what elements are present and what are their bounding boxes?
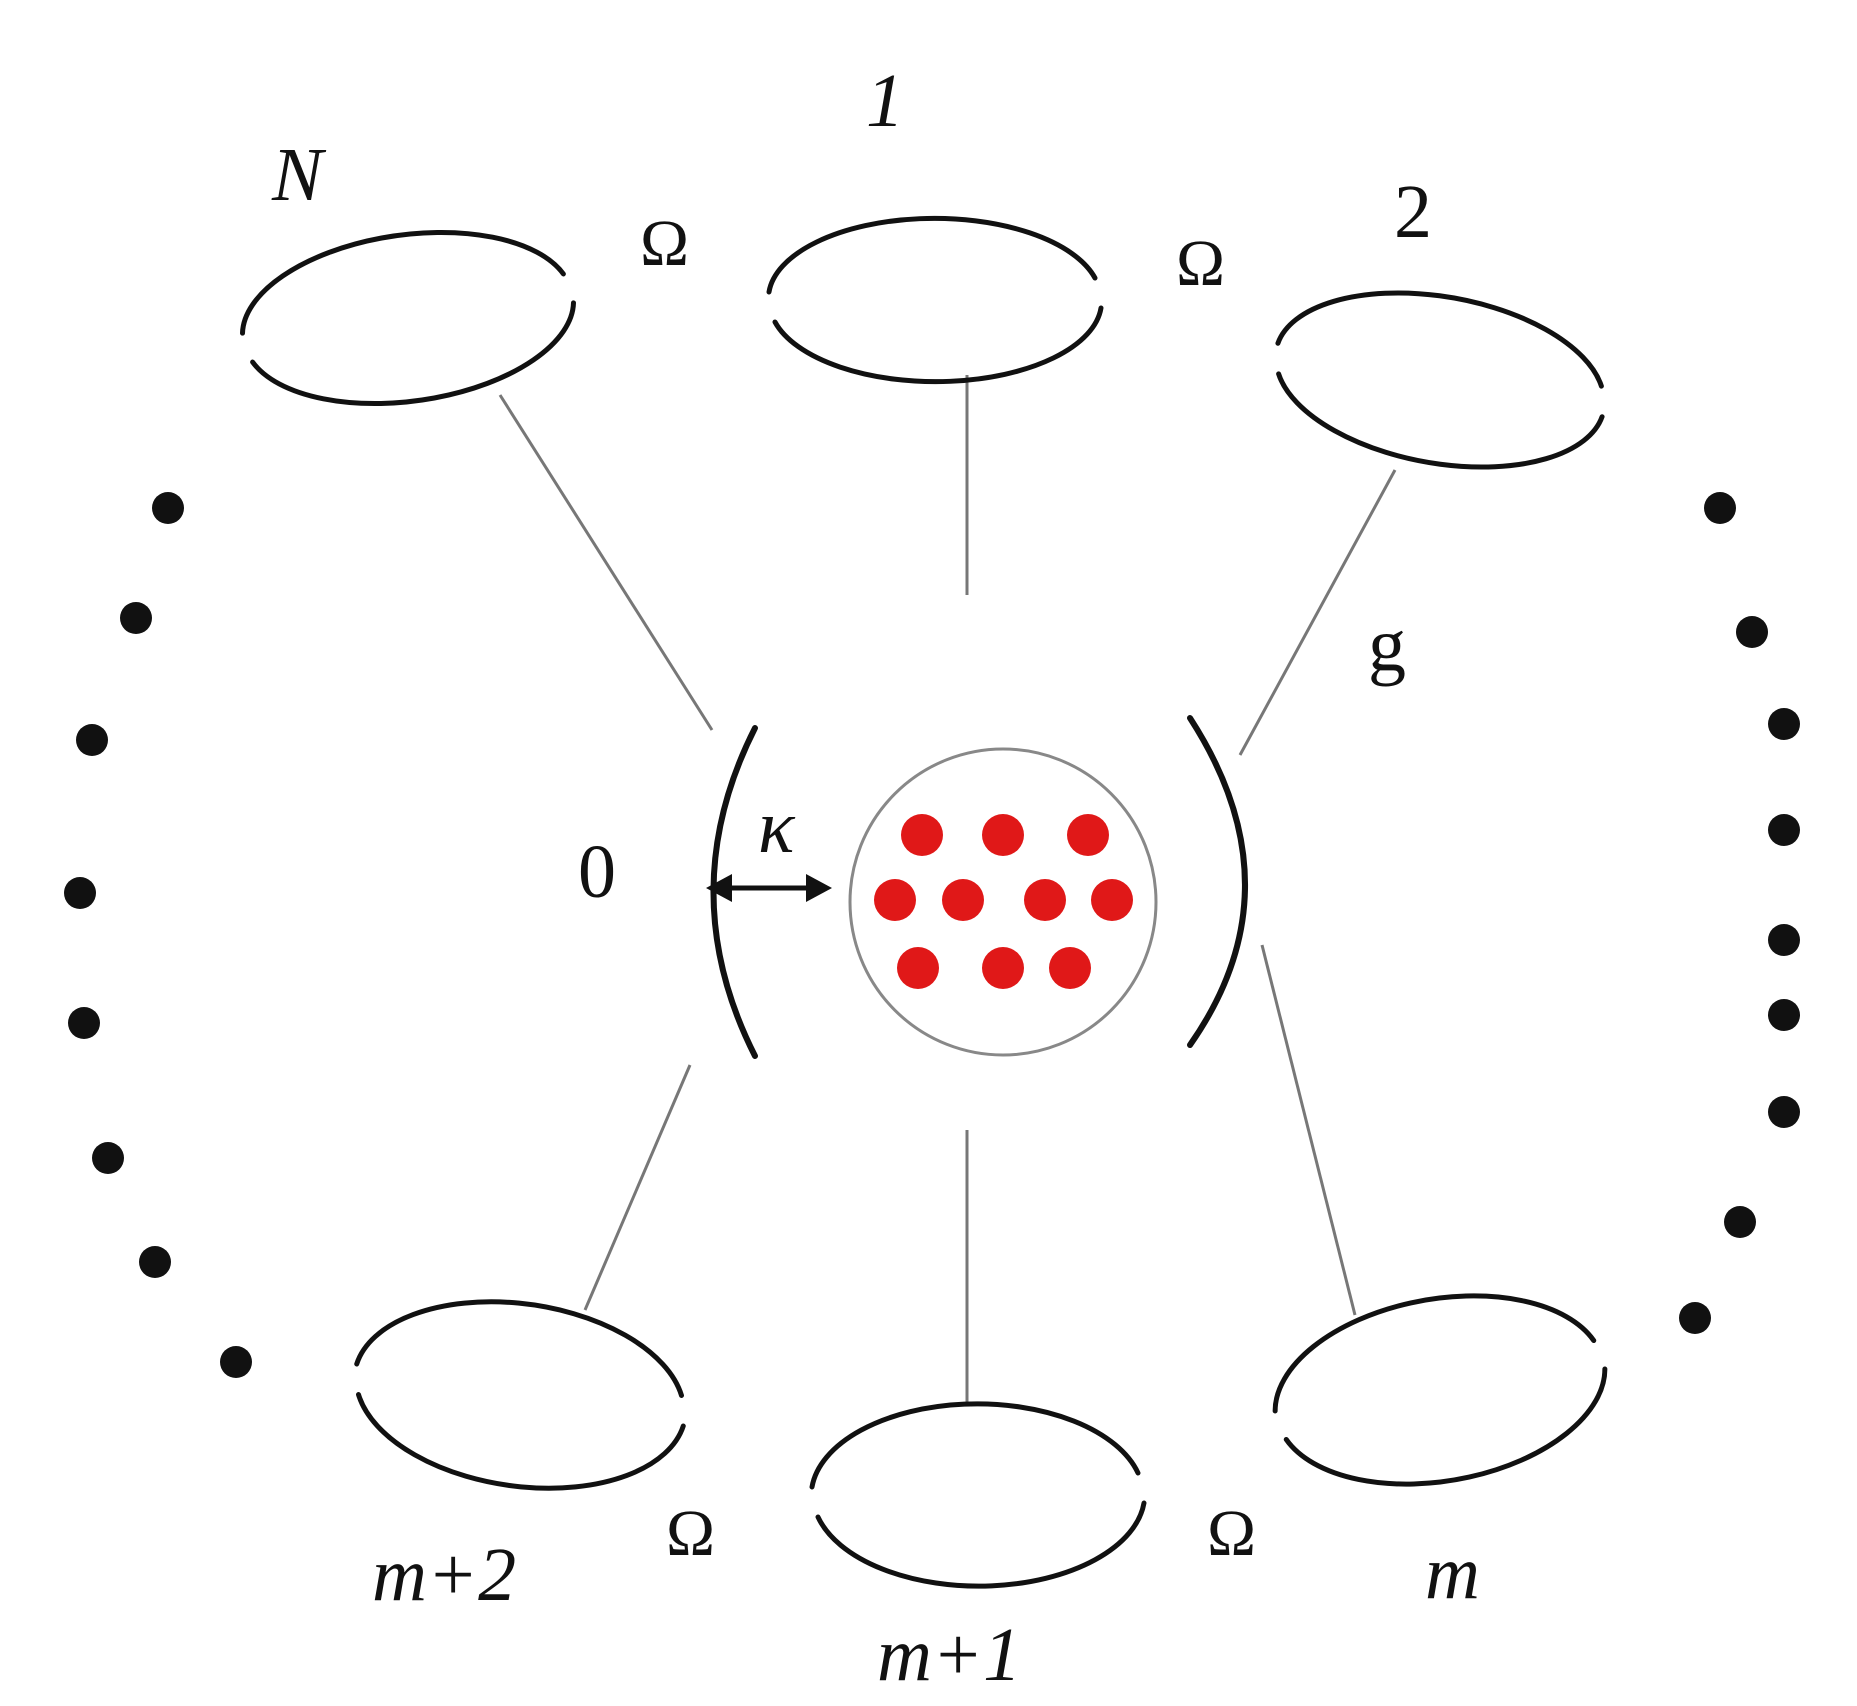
ellipsis-dots-left [64, 492, 252, 1378]
dot-right-8 [1724, 1206, 1756, 1238]
dot-left-2 [120, 602, 152, 634]
connector-N [498, 394, 714, 731]
cavity-mirror-right [1187, 715, 1248, 1048]
dot-right-4 [1768, 814, 1800, 846]
decay-label-kappa: κ [758, 785, 796, 869]
ring-N [240, 229, 576, 407]
atom-4 [874, 879, 916, 921]
dot-right-9 [1679, 1302, 1711, 1334]
dot-left-8 [220, 1346, 252, 1378]
ring-1 [766, 215, 1104, 385]
dot-right-1 [1704, 492, 1736, 524]
omega-label-1-2: Ω [1176, 227, 1225, 300]
ring-label-2: 2 [1394, 170, 1432, 254]
dot-left-4 [64, 877, 96, 909]
connector-m [1260, 944, 1357, 1316]
ring-2 [1275, 290, 1605, 470]
kappa-double-arrow [706, 874, 832, 902]
dot-right-3 [1768, 708, 1800, 740]
atom-6 [1024, 879, 1066, 921]
atom-8 [897, 947, 939, 989]
ring-label-1: 1 [866, 59, 904, 143]
dot-right-6 [1768, 999, 1800, 1031]
ring-label-m: m [1425, 1531, 1480, 1615]
atom-5 [942, 879, 984, 921]
ring-m2 [354, 1299, 686, 1491]
ring-label-N: N [271, 133, 327, 217]
connector-2 [1238, 469, 1397, 756]
ring-label-m1: m+1 [877, 1613, 1021, 1697]
dot-right-5 [1768, 924, 1800, 956]
omega-label-m2-m1: Ω [666, 1497, 715, 1570]
dot-left-5 [68, 1007, 100, 1039]
atom-3 [1067, 814, 1109, 856]
ring-m1 [809, 1401, 1147, 1589]
atom-10 [1049, 947, 1091, 989]
dot-right-7 [1768, 1096, 1800, 1128]
atom-1 [901, 814, 943, 856]
dot-left-6 [92, 1142, 124, 1174]
connector-m2 [583, 1064, 692, 1311]
dot-right-2 [1736, 616, 1768, 648]
dot-left-7 [139, 1246, 171, 1278]
atom-7 [1091, 879, 1133, 921]
dot-left-1 [152, 492, 184, 524]
atom-group [874, 814, 1133, 989]
atom-9 [982, 947, 1024, 989]
atom-2 [982, 814, 1024, 856]
ellipsis-dots-right [1679, 492, 1800, 1334]
coupling-label-g: g [1368, 603, 1406, 687]
omega-label-m1-m: Ω [1207, 1497, 1256, 1570]
cavity-label-0: 0 [578, 830, 616, 914]
ring-label-m2: m+2 [372, 1533, 516, 1617]
ring-m [1272, 1293, 1608, 1487]
dot-left-3 [76, 724, 108, 756]
omega-label-N-1: Ω [640, 207, 689, 280]
